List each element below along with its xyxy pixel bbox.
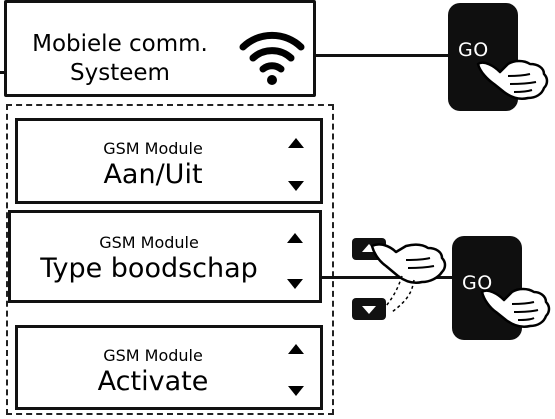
triangle-down-icon[interactable] — [288, 386, 304, 396]
menu-group — [6, 104, 334, 415]
go-label: GO — [462, 272, 493, 294]
display-line-1: Mobiele comm. — [32, 31, 208, 57]
mobile-comm-display: Mobiele comm. Systeem — [4, 0, 316, 97]
connector-line-top — [316, 54, 452, 57]
menu-item-title: GSM Module — [103, 346, 203, 365]
triangle-up-icon[interactable] — [288, 344, 304, 354]
menu-item-aan-uit[interactable]: GSM Module Aan/Uit — [15, 118, 323, 204]
menu-item-value: Type boodschap — [40, 253, 258, 284]
pointing-hand-icon — [370, 243, 447, 313]
triangle-up-icon[interactable] — [288, 138, 304, 148]
display-line-2: Systeem — [70, 60, 170, 86]
menu-item-activate[interactable]: GSM Module Activate — [15, 325, 323, 410]
triangle-down-icon[interactable] — [287, 279, 303, 289]
triangle-down-icon[interactable] — [288, 181, 304, 191]
menu-item-type-boodschap[interactable]: GSM Module Type boodschap — [8, 210, 322, 303]
menu-item-title: GSM Module — [99, 233, 199, 252]
go-label: GO — [458, 39, 489, 61]
menu-item-value: Activate — [97, 366, 209, 397]
pointing-hand-icon — [480, 287, 551, 328]
pointing-hand-icon — [476, 59, 549, 100]
menu-item-title: GSM Module — [103, 139, 203, 158]
menu-item-value: Aan/Uit — [103, 159, 203, 190]
triangle-up-icon[interactable] — [287, 233, 303, 243]
connector-line-bottom — [322, 276, 458, 279]
wifi-icon — [239, 31, 305, 85]
down-key-icon[interactable] — [352, 298, 386, 320]
